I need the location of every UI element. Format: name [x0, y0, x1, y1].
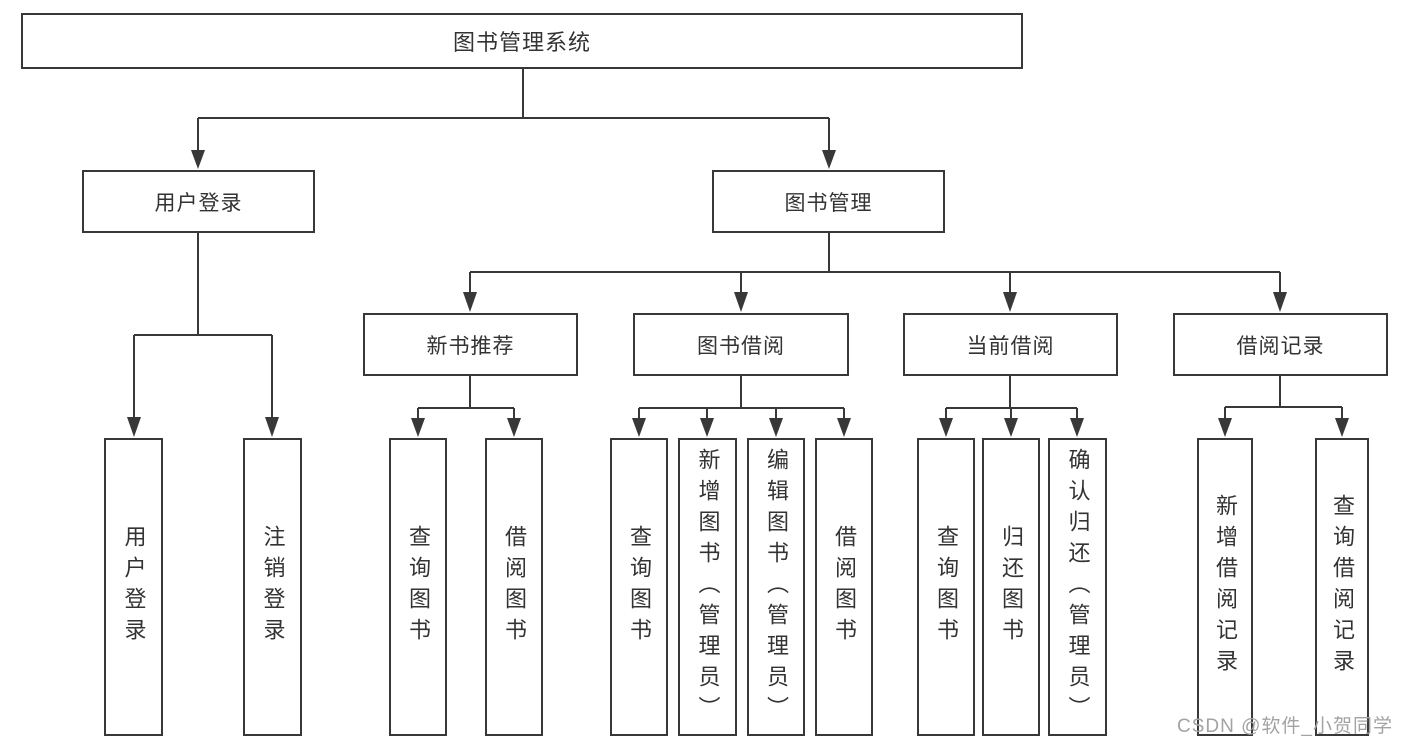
node-bb-add-books-admin: 新增图书（管理员） — [678, 438, 737, 736]
node-br-add-record: 新增借阅记录 — [1197, 438, 1253, 736]
node-bb-query-books: 查询图书 — [610, 438, 668, 736]
edge-book-borrowing-to-children — [632, 376, 851, 437]
node-cb-confirm-return-admin: 确认归还（管理员） — [1048, 438, 1107, 736]
node-current-borrowing: 当前借阅 — [903, 313, 1118, 376]
node-library-system: 图书管理系统 — [21, 13, 1023, 69]
node-cb-return-books: 归还图书 — [982, 438, 1040, 736]
node-cb-query-books: 查询图书 — [917, 438, 975, 736]
node-nb-query-books: 查询图书 — [389, 438, 447, 736]
edge-new-book-recommend-to-children — [411, 376, 521, 437]
node-bb-edit-books-admin: 编辑图书（管理员） — [747, 438, 805, 736]
node-borrowing-records: 借阅记录 — [1173, 313, 1388, 376]
node-book-management: 图书管理 — [712, 170, 945, 233]
node-logout: 注销登录 — [243, 438, 302, 736]
node-bb-borrow-books: 借阅图书 — [815, 438, 873, 736]
csdn-watermark: CSDN @软件_小贺同学 — [1177, 716, 1393, 737]
edge-current-borrowing-to-children — [939, 376, 1084, 437]
edge-borrowing-records-to-children — [1218, 376, 1349, 437]
node-nb-borrow-books: 借阅图书 — [485, 438, 543, 736]
node-new-book-recommend: 新书推荐 — [363, 313, 578, 376]
edge-user-login-to-children — [127, 233, 279, 437]
edge-root-to-level2 — [191, 69, 836, 169]
node-book-borrowing: 图书借阅 — [633, 313, 849, 376]
node-br-query-record: 查询借阅记录 — [1315, 438, 1369, 736]
node-user-login-leaf: 用户登录 — [104, 438, 163, 736]
node-user-login: 用户登录 — [82, 170, 315, 233]
edge-book-management-to-children — [463, 233, 1287, 312]
